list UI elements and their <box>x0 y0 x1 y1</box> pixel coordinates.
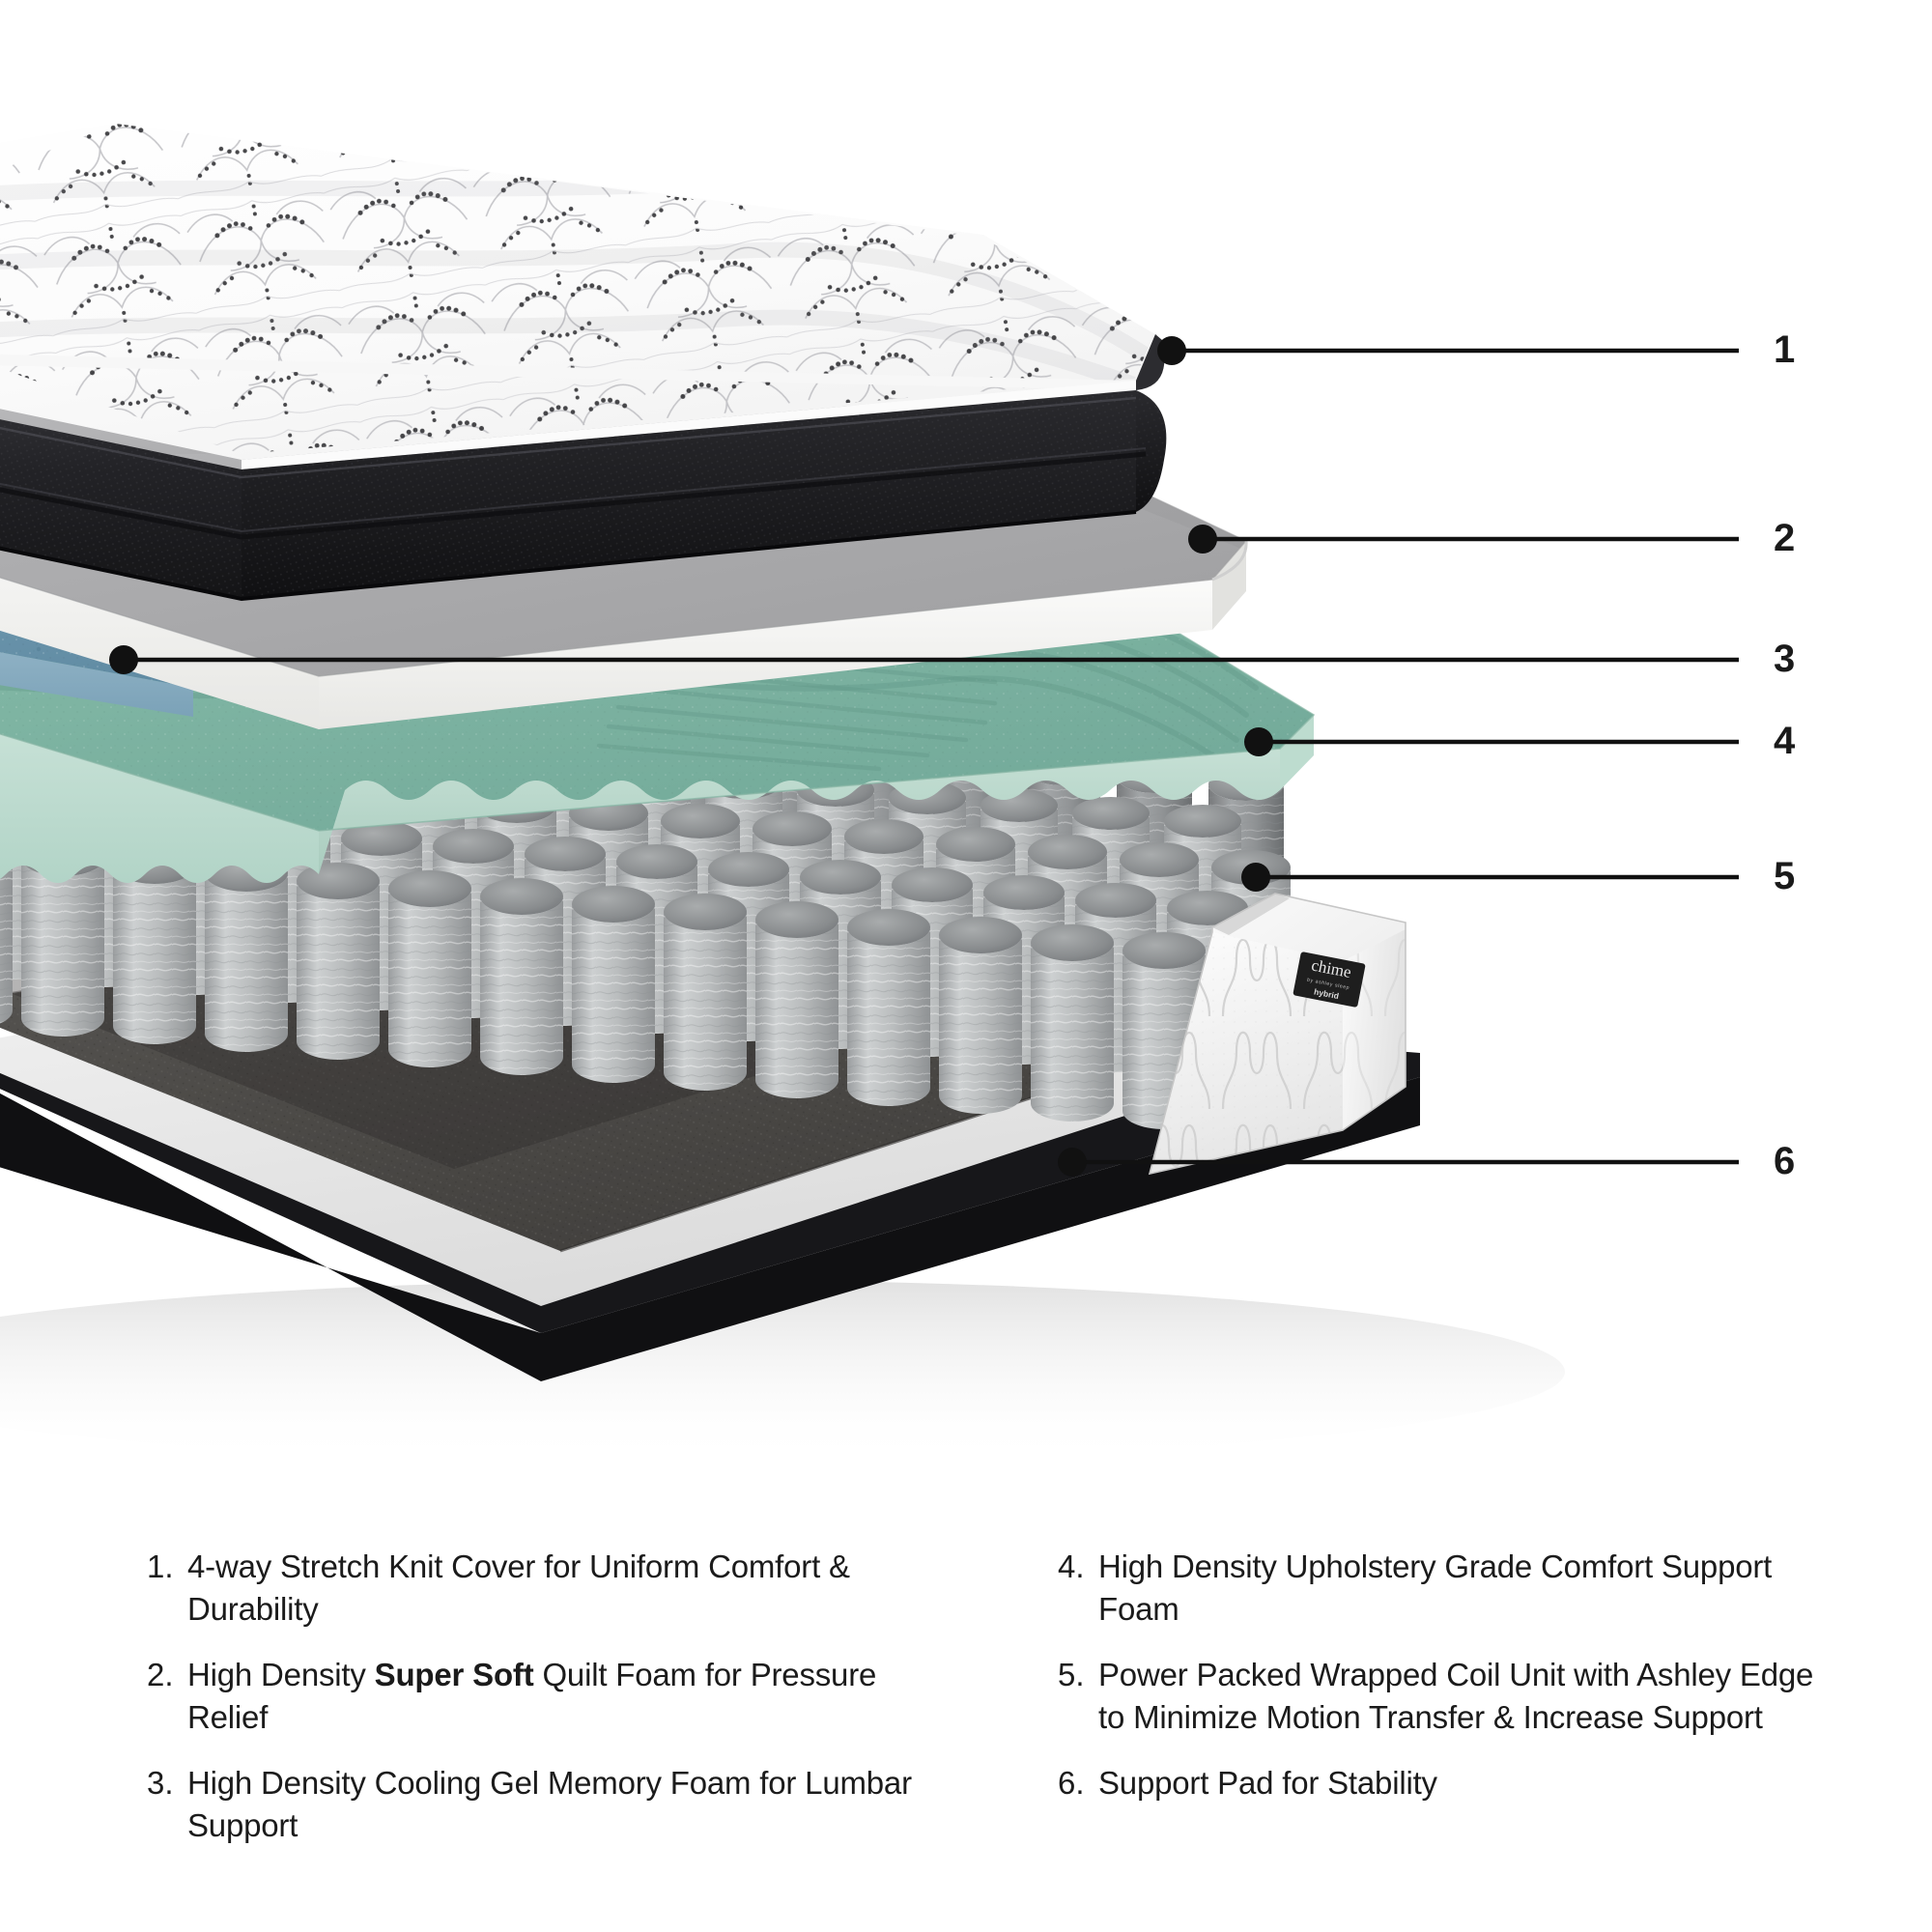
callout-number-6: 6 <box>1774 1140 1796 1182</box>
legend-item-1-text: 4-way Stretch Knit Cover for Uniform Com… <box>187 1548 850 1627</box>
callout-leader-lines <box>109 336 1739 1177</box>
callout-leader-2 <box>1188 525 1739 554</box>
callout-leader-1 <box>1157 336 1739 365</box>
legend-item-4-number: 4. <box>1058 1548 1085 1584</box>
legend-item-1: 1. 4-way Stretch Knit Cover for Uniform … <box>147 1546 929 1631</box>
callout-leader-4 <box>1244 727 1739 756</box>
callout-leader-3 <box>109 645 1739 674</box>
exploded-mattress-illustration: chime by ashley sleep hybrid <box>0 124 1739 1463</box>
ground-shadow <box>0 1280 1565 1463</box>
legend-item-4-text: High Density Upholstery Grade Comfort Su… <box>1098 1548 1773 1627</box>
layer-1-knit-cover <box>0 124 1167 602</box>
legend: 1. 4-way Stretch Knit Cover for Uniform … <box>0 1546 1932 1932</box>
legend-item-6: 6. Support Pad for Stability <box>1058 1762 1831 1804</box>
callout-leader-5 <box>1241 863 1739 892</box>
legend-item-2: 2. High Density Super Soft Quilt Foam fo… <box>147 1654 929 1739</box>
callout-number-4: 4 <box>1774 720 1796 762</box>
legend-item-6-number: 6. <box>1058 1765 1085 1801</box>
legend-item-1-number: 1. <box>147 1548 174 1584</box>
legend-column-left: 1. 4-way Stretch Knit Cover for Uniform … <box>147 1546 929 1870</box>
callout-number-3: 3 <box>1774 638 1796 680</box>
legend-item-4: 4. High Density Upholstery Grade Comfort… <box>1058 1546 1831 1631</box>
legend-item-3-number: 3. <box>147 1765 174 1801</box>
callout-leader-6 <box>1058 1148 1739 1177</box>
chime-label-sub2: hybrid <box>1313 986 1339 1001</box>
legend-item-5-number: 5. <box>1058 1657 1085 1692</box>
legend-item-6-text: Support Pad for Stability <box>1098 1765 1437 1801</box>
legend-item-3-text: High Density Cooling Gel Memory Foam for… <box>187 1765 912 1843</box>
legend-item-2-text: High Density Super Soft Quilt Foam for P… <box>187 1657 877 1735</box>
ashley-edge-foam-encasement: chime by ashley sleep hybrid <box>1148 893 1406 1176</box>
legend-item-3: 3. High Density Cooling Gel Memory Foam … <box>147 1762 929 1847</box>
legend-item-5-text: Power Packed Wrapped Coil Unit with Ashl… <box>1098 1657 1814 1735</box>
callout-number-5: 5 <box>1774 855 1796 897</box>
callout-number-1: 1 <box>1774 328 1796 371</box>
legend-item-2-number: 2. <box>147 1657 174 1692</box>
legend-column-right: 4. High Density Upholstery Grade Comfort… <box>1058 1546 1831 1828</box>
legend-item-5: 5. Power Packed Wrapped Coil Unit with A… <box>1058 1654 1831 1739</box>
callout-number-2: 2 <box>1774 517 1796 559</box>
